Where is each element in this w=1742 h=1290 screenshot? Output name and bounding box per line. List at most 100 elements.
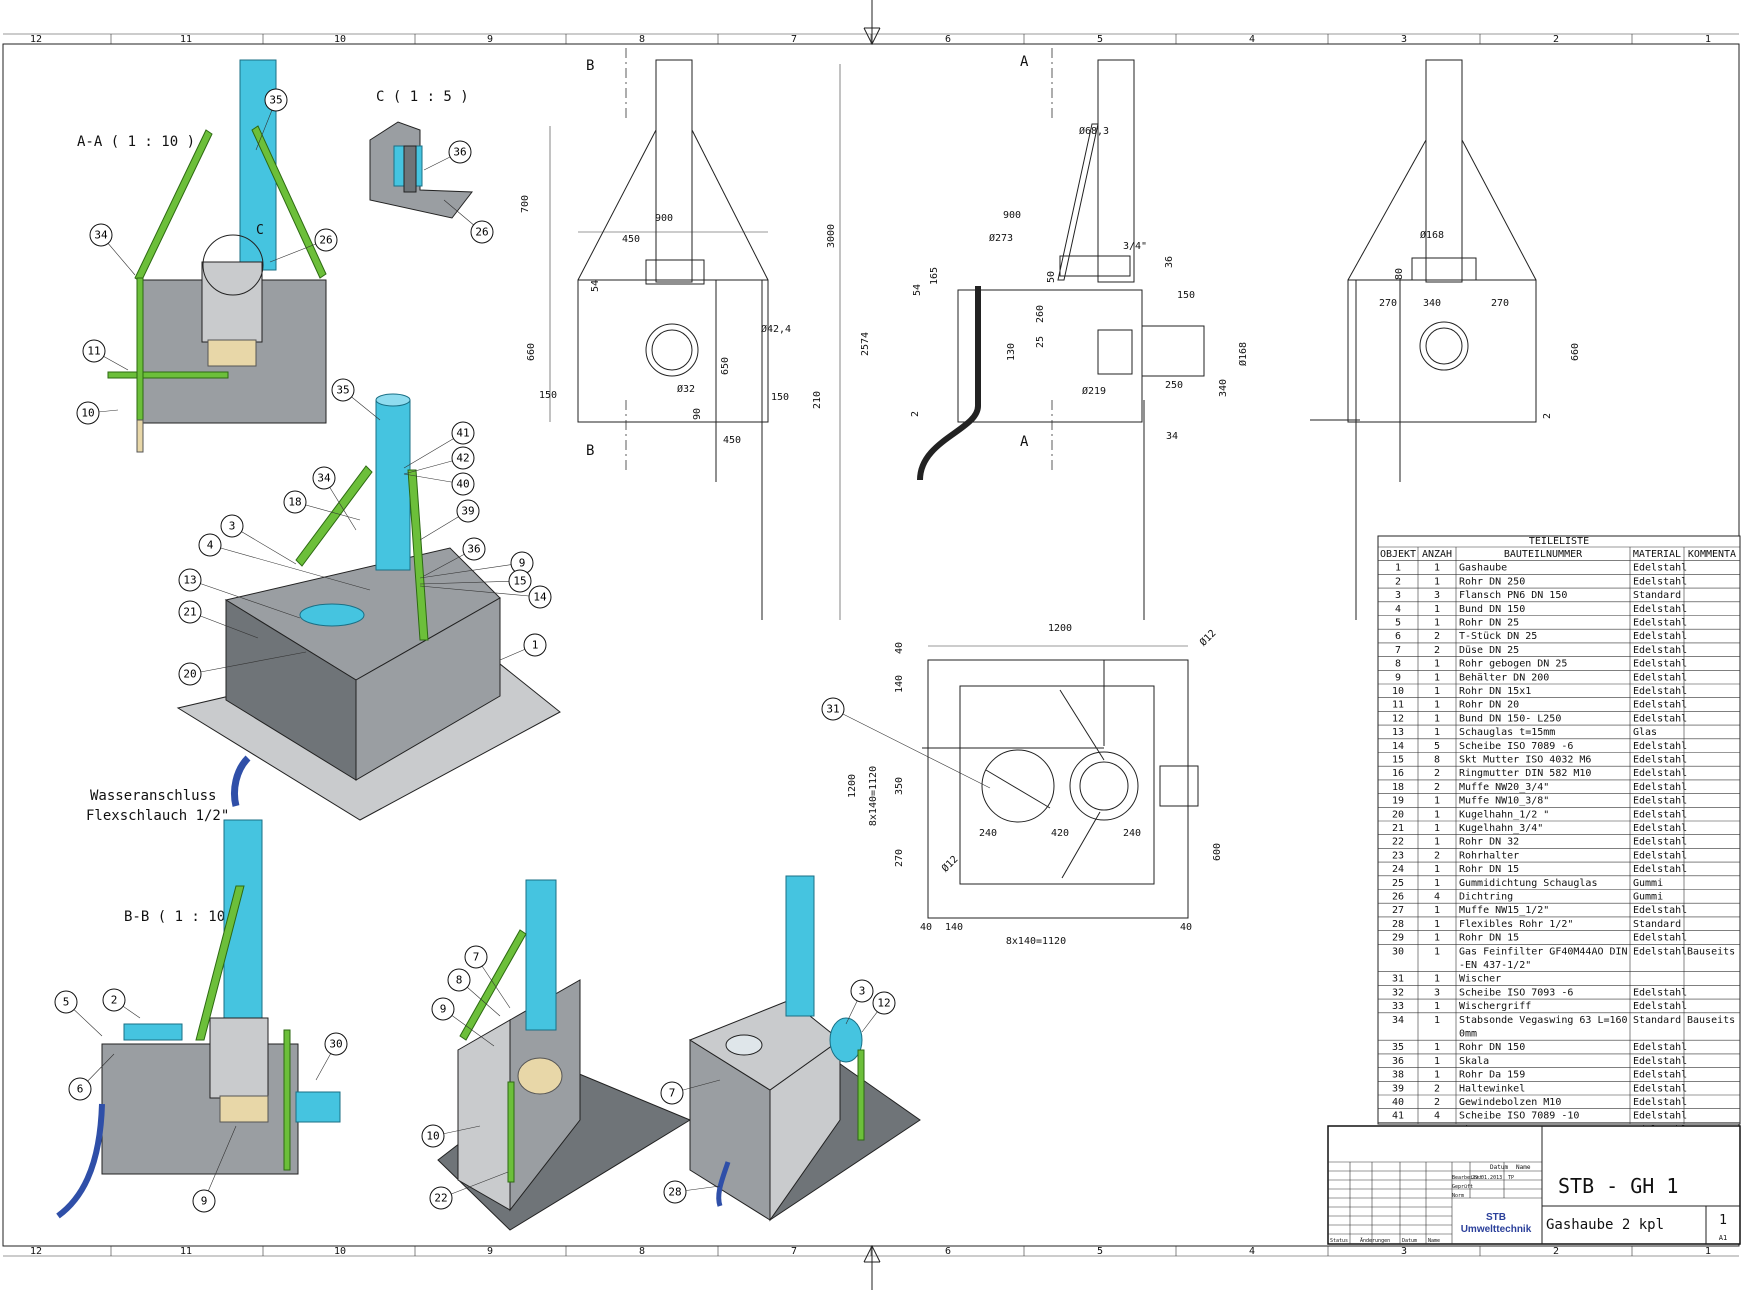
dimension-label: 270 bbox=[894, 849, 905, 867]
parts-list-cell: Gas Feinfilter GF40M44AO DIN bbox=[1459, 946, 1628, 957]
item-balloon-number: 14 bbox=[533, 591, 547, 604]
item-balloon-number: 22 bbox=[434, 1192, 447, 1205]
dimension-label: 3/4" bbox=[1123, 241, 1147, 252]
dimension-label: 250 bbox=[1165, 380, 1183, 391]
parts-list-cell: 4 bbox=[1395, 604, 1401, 615]
zone-marker: 8 bbox=[639, 34, 645, 45]
parts-list-cell: Schauglas t=15mm bbox=[1459, 727, 1555, 738]
parts-list-cell: 1 bbox=[1434, 1001, 1440, 1012]
zone-marker: 5 bbox=[1097, 1246, 1103, 1257]
parts-list-cell: -EN 437-1/2" bbox=[1459, 960, 1531, 971]
item-balloon-circle bbox=[178, 662, 202, 686]
dimension-label: 340 bbox=[1218, 379, 1229, 397]
parts-list-cell: 1 bbox=[1434, 686, 1440, 697]
revision-status-label: Änderungen bbox=[1360, 1237, 1390, 1244]
item-balloon-number: 13 bbox=[183, 574, 196, 587]
parts-list-cell: 1 bbox=[1434, 905, 1440, 916]
item-balloon-number: 26 bbox=[475, 226, 488, 239]
parts-list-cell: 2 bbox=[1434, 645, 1440, 656]
parts-list-cell: Rohr DN 20 bbox=[1459, 700, 1519, 711]
dimension-label: 90 bbox=[692, 408, 703, 420]
dimension-label: 165 bbox=[929, 267, 940, 285]
parts-list-cell: 16 bbox=[1392, 768, 1404, 779]
item-balloon-number: 11 bbox=[87, 345, 100, 358]
parts-list-cell: Edelstahl bbox=[1633, 905, 1687, 916]
parts-list-cell: Kugelhahn_3/4" bbox=[1459, 823, 1543, 834]
zone-marker: 9 bbox=[487, 34, 493, 45]
parts-list-cell: Scheibe ISO 7093 -6 bbox=[1459, 987, 1573, 998]
dimension-label: 2574 bbox=[860, 332, 871, 356]
parts-list-cell: 4 bbox=[1434, 1111, 1440, 1122]
item-balloon-circle bbox=[821, 697, 845, 721]
dimension-label: 40 bbox=[1180, 922, 1192, 933]
dimension-label: 130 bbox=[1006, 343, 1017, 361]
sheet-format: A1 bbox=[1719, 1234, 1727, 1242]
item-balloon-circle bbox=[178, 568, 202, 592]
parts-list-cell: Edelstahl bbox=[1633, 576, 1687, 587]
parts-list-cell: 2 bbox=[1434, 631, 1440, 642]
parts-list-cell: 32 bbox=[1392, 987, 1404, 998]
parts-list-cell: Standard bbox=[1633, 919, 1681, 930]
item-balloon-number: 6 bbox=[77, 1083, 84, 1096]
parts-list-cell: Edelstahl bbox=[1633, 659, 1687, 670]
parts-list-cell: Edelstahl bbox=[1633, 563, 1687, 574]
iso-view-rear bbox=[688, 875, 921, 1222]
item-balloon-number: 42 bbox=[456, 452, 469, 465]
parts-list-cell: Standard bbox=[1633, 1015, 1681, 1026]
dimension-label: 660 bbox=[1570, 343, 1581, 361]
parts-list-cell: Rohr Da 159 bbox=[1459, 1070, 1525, 1081]
dimension-label: Ø219 bbox=[1082, 385, 1106, 397]
item-balloon-number: 36 bbox=[467, 543, 480, 556]
parts-list-cell: Edelstahl bbox=[1633, 1056, 1687, 1067]
item-balloon-number: 7 bbox=[473, 951, 480, 964]
gas-pipe-iso bbox=[375, 399, 411, 571]
water-connection-note-2: Flexschlauch 1/2" bbox=[86, 808, 229, 824]
parts-list-cell: 3 bbox=[1434, 590, 1440, 601]
right-view bbox=[1310, 59, 1537, 620]
parts-list-cell: Behälter DN 200 bbox=[1459, 672, 1549, 683]
dimension-label: 1200 bbox=[847, 774, 858, 798]
parts-list-cell: Rohr DN 15x1 bbox=[1459, 686, 1531, 697]
title-block: STB - GH 1 Gashaube 2 kpl 1 A1 STB Umwel… bbox=[1327, 1125, 1741, 1245]
parts-list-cell: Wischer bbox=[1459, 974, 1501, 985]
parts-list-cell: Edelstahl bbox=[1633, 713, 1687, 724]
dimension-label: 240 bbox=[1123, 828, 1141, 839]
item-balloon-number: 18 bbox=[288, 496, 301, 509]
view-bb-label: B-B ( 1 : 10 ) bbox=[124, 909, 242, 925]
item-balloon-circle bbox=[54, 990, 78, 1014]
item-balloon-circle bbox=[663, 1180, 687, 1204]
dimension-label: 270 bbox=[1379, 298, 1397, 309]
parts-list-cell: 1 bbox=[1434, 837, 1440, 848]
parts-list-cell: Edelstahl bbox=[1633, 645, 1687, 656]
item-balloon-circle bbox=[447, 968, 471, 992]
dimension-label: 340 bbox=[1423, 298, 1441, 309]
item-balloon-number: 40 bbox=[456, 478, 469, 491]
water-connection-note-1: Wasseranschluss bbox=[90, 788, 216, 804]
view-bb-section: B-B ( 1 : 10 ) bbox=[56, 819, 341, 1219]
parts-list-cell: 15 bbox=[1392, 755, 1404, 766]
parts-list-cell: 11 bbox=[1392, 700, 1404, 711]
item-balloon-number: 15 bbox=[513, 575, 526, 588]
dimension-label: 150 bbox=[771, 392, 789, 403]
item-balloon-circle bbox=[464, 945, 488, 969]
plan-view bbox=[922, 645, 1199, 919]
parts-list-cell: 1 bbox=[1434, 727, 1440, 738]
parts-list-cell: Bund DN 150- L250 bbox=[1459, 713, 1561, 724]
parts-list-cell: Gewindebolzen M10 bbox=[1459, 1097, 1561, 1108]
parts-list-cell: Edelstahl bbox=[1633, 700, 1687, 711]
dimension-label: 600 bbox=[1212, 843, 1223, 861]
parts-list-cell: Edelstahl bbox=[1633, 755, 1687, 766]
item-balloon-circle bbox=[331, 378, 355, 402]
item-balloon-circle bbox=[314, 228, 338, 252]
item-balloon-circle bbox=[508, 569, 532, 593]
dimension-label: 2 bbox=[1542, 413, 1553, 419]
parts-list-cell: Dichtring bbox=[1459, 892, 1513, 903]
parts-list-cell: Edelstahl bbox=[1633, 1042, 1687, 1053]
dimension-label: 260 bbox=[1035, 305, 1046, 323]
item-balloon-circle bbox=[462, 537, 486, 561]
item-balloon-number: 9 bbox=[201, 1195, 208, 1208]
